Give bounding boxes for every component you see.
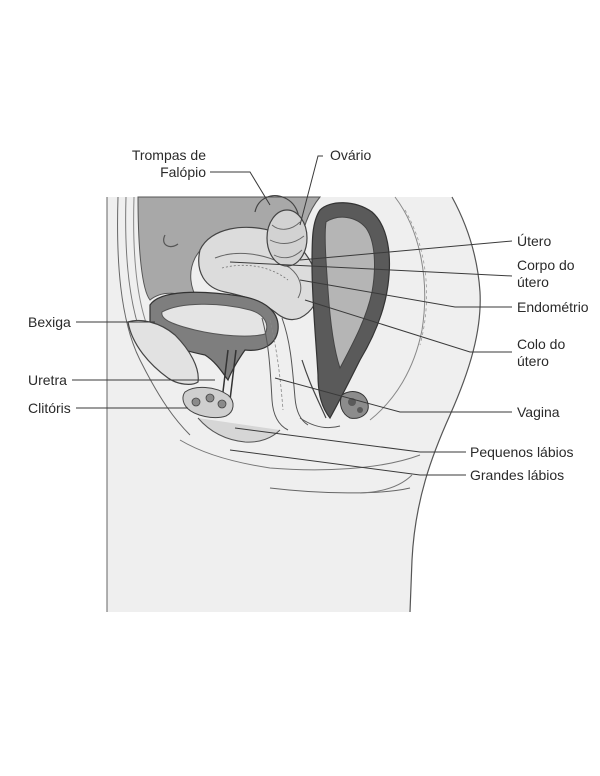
label-vagina: Vagina: [517, 404, 560, 420]
label-utero: Útero: [517, 233, 551, 249]
label-corpo-line1: Corpo do: [517, 257, 575, 273]
label-trompas-line1: Trompas de: [132, 147, 206, 163]
label-colo-line1: Colo do: [517, 336, 565, 352]
label-pequenos-labios: Pequenos lábios: [470, 444, 574, 460]
label-grandes-labios: Grandes lábios: [470, 467, 564, 483]
label-endometrio: Endométrio: [517, 299, 589, 315]
label-corpo-line2: útero: [517, 274, 549, 290]
label-trompas-line2: Falópio: [160, 164, 206, 180]
label-ovario: Ovário: [330, 147, 371, 163]
label-colo-line2: útero: [517, 353, 549, 369]
label-bexiga: Bexiga: [28, 314, 71, 330]
label-uretra: Uretra: [28, 372, 67, 388]
label-clitoris: Clitóris: [28, 400, 71, 416]
